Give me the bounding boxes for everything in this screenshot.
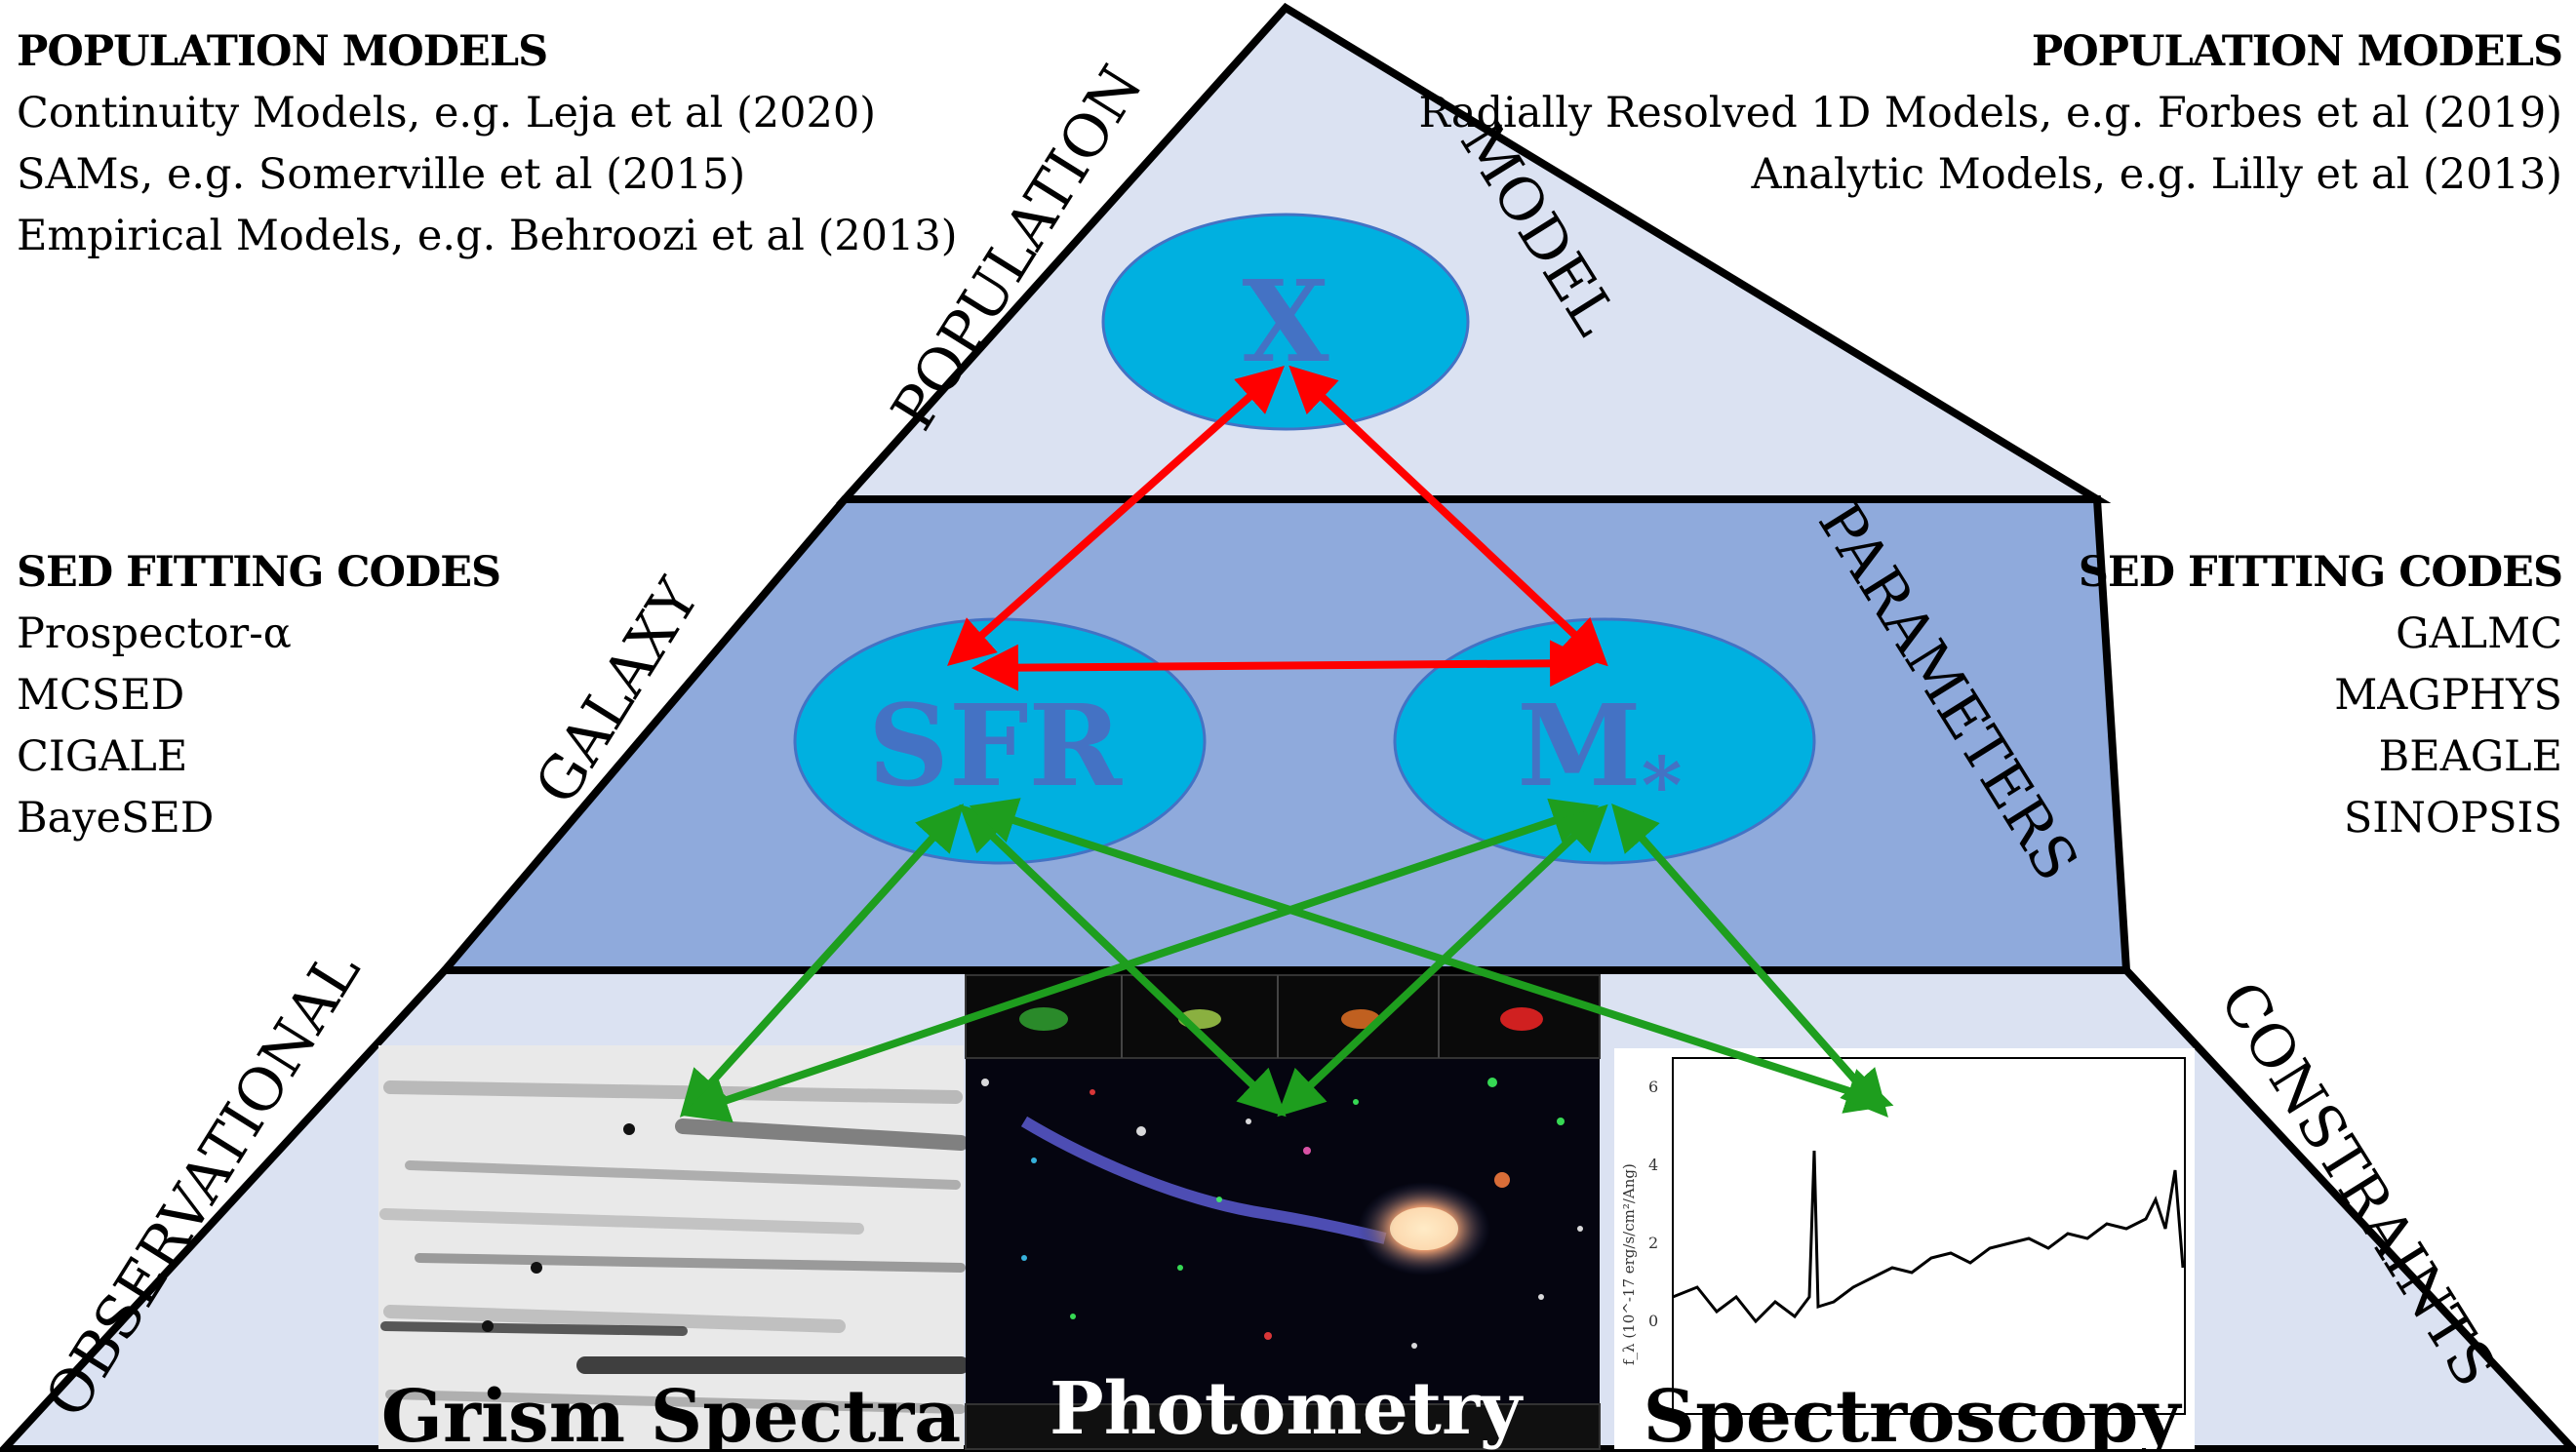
spectroscopy-label: Spectroscopy — [1644, 1375, 2183, 1452]
block-heading: POPULATION MODELS — [17, 27, 548, 76]
list-item: BEAGLE — [2378, 732, 2562, 781]
mstar-subscript: * — [1642, 739, 1683, 831]
spectrum-ytick: 6 — [1648, 1078, 1658, 1096]
list-item: Analytic Models, e.g. Lilly et al (2013) — [1751, 150, 2562, 199]
spectrum-ylabel: f_λ (10^-17 erg/s/cm²/Ang) — [1620, 1163, 1638, 1365]
spectrum-ytick: 0 — [1648, 1312, 1658, 1330]
spectroscopy-image: 0 2 4 6 f_λ (10^-17 erg/s/cm²/Ang) — [1614, 1048, 2195, 1449]
grism-spectra-label: Grism Spectra — [381, 1375, 961, 1452]
arrow-x-mstar — [1288, 365, 1608, 667]
list-item: BayeSED — [17, 794, 215, 843]
list-item: Prospector-α — [17, 609, 292, 658]
list-item: MCSED — [17, 671, 185, 720]
list-item: SINOPSIS — [2343, 794, 2562, 843]
mstar-main: M — [1517, 681, 1641, 812]
sed-codes-right: SED FITTING CODES GALMC MAGPHYS BEAGLE S… — [2078, 542, 2563, 849]
spectrum-ytick: 4 — [1648, 1156, 1658, 1174]
photometry-label: Photometry — [1050, 1367, 1524, 1451]
arrow-mstar-spectroscopy — [1611, 803, 1888, 1118]
x-node-label: X — [1242, 256, 1329, 388]
block-heading: SED FITTING CODES — [2078, 548, 2563, 597]
spectrum-ytick: 2 — [1648, 1234, 1658, 1252]
list-item: SAMs, e.g. Somerville et al (2015) — [17, 150, 746, 199]
list-item: CIGALE — [17, 732, 188, 781]
list-item: MAGPHYS — [2334, 671, 2562, 720]
sfr-node-label: SFR — [868, 681, 1124, 812]
population-models-left: POPULATION MODELS Continuity Models, e.g… — [17, 21, 958, 267]
arrow-sfr-mstar — [971, 640, 1597, 691]
spectrum-line — [1672, 1150, 2185, 1324]
list-item: Empirical Models, e.g. Behroozi et al (2… — [17, 212, 958, 260]
arrow-x-sfr — [947, 366, 1285, 666]
population-models-right: POPULATION MODELS Radially Resolved 1D M… — [1418, 21, 2563, 206]
sed-codes-left: SED FITTING CODES Prospector-α MCSED CIG… — [17, 542, 501, 849]
list-item: GALMC — [2396, 609, 2562, 658]
arrow-mstar-photometry — [1277, 804, 1608, 1118]
block-heading: SED FITTING CODES — [17, 548, 501, 597]
block-heading: POPULATION MODELS — [2031, 27, 2563, 76]
list-item: Continuity Models, e.g. Leja et al (2020… — [17, 89, 876, 137]
list-item: Radially Resolved 1D Models, e.g. Forbes… — [1418, 89, 2562, 137]
